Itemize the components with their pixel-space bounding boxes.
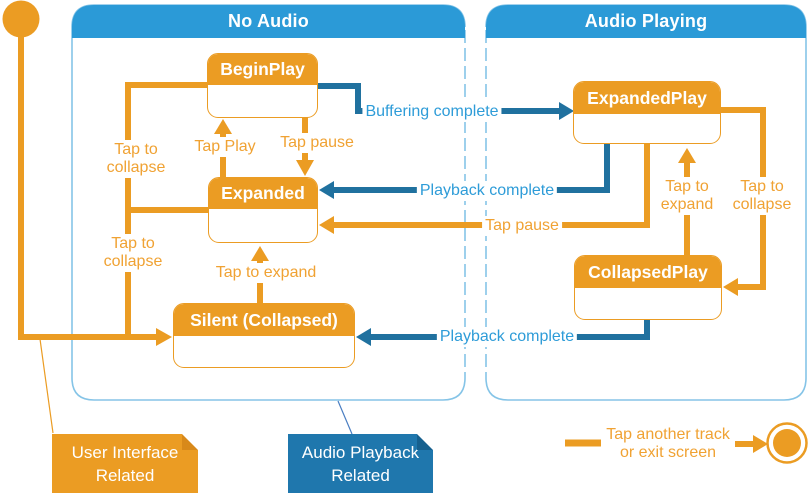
label-tap-to-collapse-beginplay: Tap to collapse xyxy=(103,140,169,178)
label-playback-complete-bottom: Playback complete xyxy=(436,327,578,347)
label-exit-legend: Tap another track or exit screen xyxy=(603,425,733,463)
transition-playback-complete-bottom-arrowhead-icon xyxy=(356,328,371,346)
transition-playback-complete-top-arrowhead-icon xyxy=(319,181,334,199)
state-silent-collapsed-body xyxy=(174,336,354,367)
legend-note-line: Related xyxy=(95,466,155,485)
legend-note-audio-playback: Audio Playback Related xyxy=(288,434,433,493)
transition-tap-to-collapse-lines xyxy=(125,82,208,337)
label-tap-pause-beginplay: Tap pause xyxy=(277,133,357,153)
state-expanded-title: Expanded xyxy=(209,178,317,209)
state-begin-play-title: BeginPlay xyxy=(208,54,317,85)
label-line: Tap another track xyxy=(606,426,730,443)
region-title-audio-playing: Audio Playing xyxy=(584,11,708,31)
state-expanded-play: ExpandedPlay xyxy=(573,81,721,144)
transition-tap-to-expand-right-arrowhead-icon xyxy=(678,148,696,163)
state-silent-collapsed: Silent (Collapsed) xyxy=(173,303,355,368)
state-collapsed-play-body xyxy=(575,288,721,319)
transition-tap-play-arrowhead-icon xyxy=(214,119,232,134)
transition-tap-pause-outer-line xyxy=(334,143,650,228)
label-line: or exit screen xyxy=(619,444,717,461)
state-collapsed-play-title: CollapsedPlay xyxy=(575,256,721,288)
label-playback-complete-top: Playback complete xyxy=(416,181,558,201)
region-no-audio-header-bar xyxy=(72,5,465,38)
label-line: collapse xyxy=(103,253,163,270)
state-silent-collapsed-title: Silent (Collapsed) xyxy=(174,304,354,336)
initial-state-icon xyxy=(2,0,40,38)
label-line: expand xyxy=(660,196,714,213)
state-begin-play-body xyxy=(208,85,317,117)
label-line: Tap to xyxy=(740,178,784,195)
label-tap-to-collapse-expanded: Tap to collapse xyxy=(100,234,166,272)
ui-note-leader-line xyxy=(39,338,54,434)
label-tap-pause-expandedplay: Tap pause xyxy=(482,216,562,236)
transition-tap-to-expand-arrowhead-icon xyxy=(251,246,269,261)
label-tap-to-expand-silent: Tap to expand xyxy=(212,263,320,283)
transition-initial-to-silent-arrowhead-icon xyxy=(156,328,172,346)
state-collapsed-play: CollapsedPlay xyxy=(574,255,722,320)
label-line: collapse xyxy=(106,159,166,176)
state-expanded: Expanded xyxy=(208,177,318,243)
transition-tap-to-collapse-right-arrowhead-icon xyxy=(723,278,738,296)
state-expanded-play-body xyxy=(574,114,720,143)
label-line: Tap to xyxy=(111,235,155,252)
transition-buffering-complete-arrowhead-icon xyxy=(559,102,574,120)
label-line: collapse xyxy=(732,196,792,213)
region-title-no-audio: No Audio xyxy=(228,11,309,31)
final-state-inner-circle-icon xyxy=(773,429,801,457)
legend-note-line: Audio Playback xyxy=(301,443,420,462)
state-expanded-body xyxy=(209,209,317,242)
legend-note-line: User Interface xyxy=(71,443,179,462)
transition-initial-to-silent-line xyxy=(18,36,156,340)
label-tap-to-expand-collapsedplay: Tap to expand xyxy=(657,177,717,215)
audio-note-leader-line xyxy=(337,400,353,435)
label-line: Tap to xyxy=(114,141,158,158)
legend-note-line: Related xyxy=(331,466,390,485)
state-expanded-play-title: ExpandedPlay xyxy=(574,82,720,114)
label-tap-to-collapse-expandedplay: Tap to collapse xyxy=(729,177,795,215)
label-line: Tap to xyxy=(665,178,709,195)
label-buffering-complete: Buffering complete xyxy=(362,102,502,122)
final-state-outer-ring-icon xyxy=(766,422,808,464)
label-tap-play: Tap Play xyxy=(191,137,259,157)
transition-tap-pause-arrowhead-icon xyxy=(296,160,314,176)
legend-note-user-interface: User Interface Related xyxy=(52,434,198,493)
exit-arrowhead-icon xyxy=(753,435,768,453)
region-audio-playing-header-bar xyxy=(486,5,806,38)
transition-tap-pause-outer-arrowhead-icon xyxy=(319,216,334,234)
state-begin-play: BeginPlay xyxy=(207,53,318,118)
